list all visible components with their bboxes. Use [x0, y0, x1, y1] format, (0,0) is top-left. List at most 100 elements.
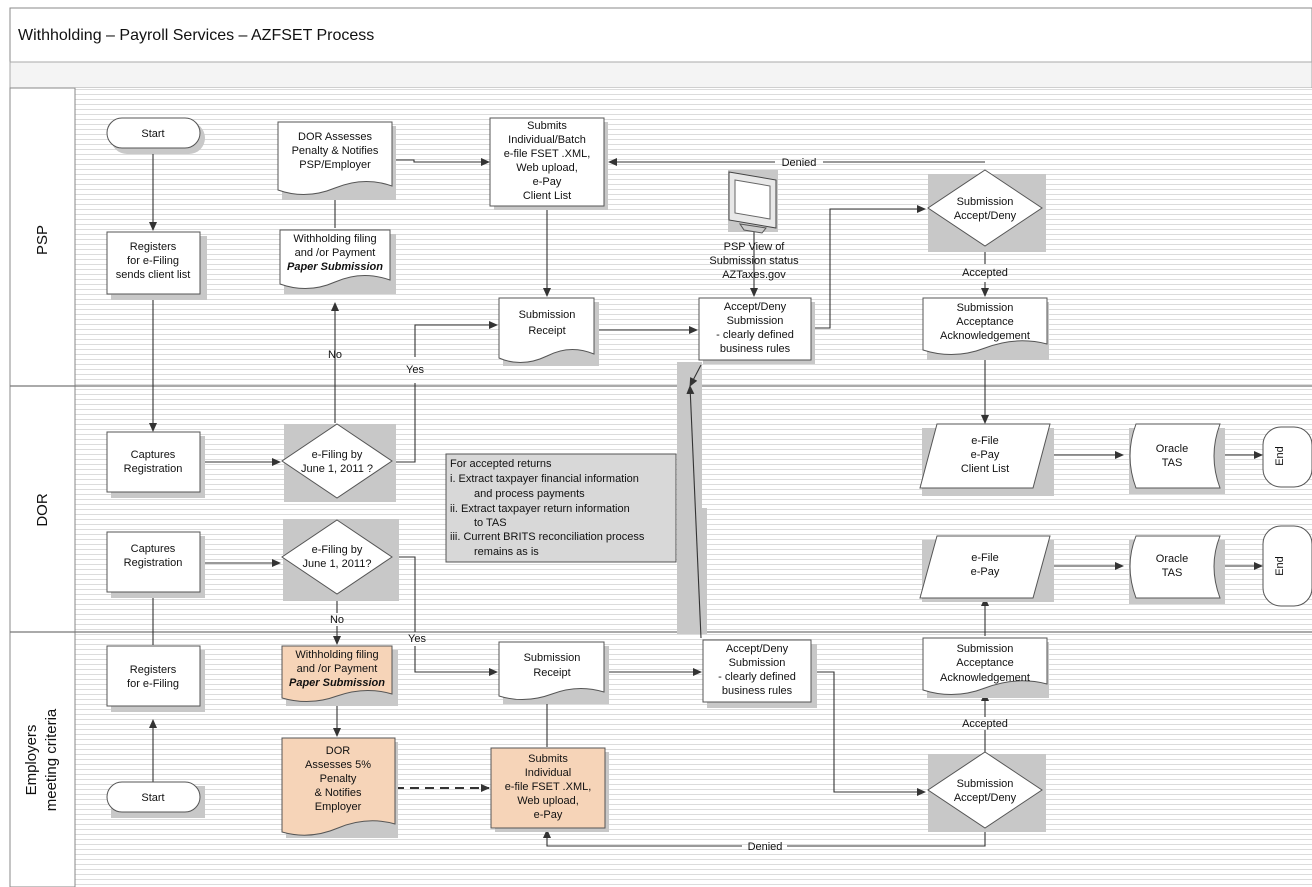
dor-efile1-line: Client List	[961, 463, 1009, 475]
emp-paper-line: and /or Payment	[297, 663, 378, 675]
edge-no-bottom: No	[330, 614, 344, 626]
emp-dor-assess-document[interactable]: DOR Assesses 5% Penalty & Notifies Emplo…	[281, 737, 398, 838]
emp-registers-line: Registers	[130, 664, 177, 676]
lane-label-psp: PSP	[34, 225, 51, 255]
psp-paper-line: Withholding filing	[293, 233, 376, 245]
emp-receipt-line: Receipt	[533, 667, 570, 679]
emp-paper-line: Paper Submission	[289, 677, 385, 689]
emp-paper-line: Withholding filing	[295, 649, 378, 661]
emp-dor-assess-line: & Notifies	[314, 787, 362, 799]
emp-registers-process[interactable]: Registers for e-Filing	[106, 645, 205, 712]
psp-view-label: AZTaxes.gov	[722, 269, 786, 281]
edge-yes-top: Yes	[406, 364, 424, 376]
emp-accept-deny-line: - clearly defined	[718, 671, 796, 683]
end-terminator-2[interactable]: End	[1262, 525, 1312, 607]
dor-captures-registration-2[interactable]: Captures Registration	[106, 531, 205, 598]
emp-decision-line: Submission	[957, 778, 1014, 790]
start-psp-terminator[interactable]: Start	[106, 117, 205, 154]
emp-accept-deny-process[interactable]: Accept/Deny Submission - clearly defined…	[702, 639, 817, 708]
psp-submits-line: Individual/Batch	[508, 134, 586, 146]
psp-submits-line: Client List	[523, 190, 571, 202]
dor-oracle2-line: TAS	[1162, 567, 1183, 579]
psp-accept-deny-line: business rules	[720, 343, 791, 355]
psp-paper-submission-document[interactable]: Withholding filing and /or Payment Paper…	[279, 229, 396, 294]
lane-label-employers: Employers	[23, 725, 40, 796]
dor-accepted-returns-note: For accepted returns i. Extract taxpayer…	[445, 453, 677, 563]
psp-receipt-line: Receipt	[528, 325, 565, 337]
psp-view-label: Submission status	[709, 255, 799, 267]
psp-submits-line: e-Pay	[533, 176, 562, 188]
lane-label-dor: DOR	[34, 493, 51, 527]
dor-efile1-line: e-File	[971, 435, 999, 447]
dor-capture1-line: Captures	[131, 449, 176, 461]
dor-efiling2-line: June 1, 2011?	[303, 558, 372, 570]
dor-note-line: iii. Current BRITS reconciliation proces…	[450, 531, 645, 543]
emp-ack-line: Acknowledgement	[940, 672, 1030, 684]
emp-dor-assess-line: DOR	[326, 745, 351, 757]
end2-label: End	[1274, 556, 1286, 576]
dor-captures-registration-1[interactable]: Captures Registration	[106, 431, 205, 498]
dor-efile-data-1[interactable]: e-File e-Pay Client List	[919, 423, 1054, 496]
emp-acknowledgement-document[interactable]: Submission Acceptance Acknowledgement	[922, 637, 1049, 698]
psp-decision-line: Accept/Deny	[954, 210, 1017, 222]
edge-denied-top: Denied	[782, 157, 817, 169]
emp-accept-deny-decision[interactable]: Submission Accept/Deny	[927, 751, 1046, 832]
emp-accept-deny-line: Accept/Deny	[726, 643, 789, 655]
emp-dor-assess-line: Assesses 5%	[305, 759, 371, 771]
emp-receipt-line: Submission	[524, 652, 581, 664]
dor-efiling2-line: e-Filing by	[312, 544, 363, 556]
emp-paper-submission-document[interactable]: Withholding filing and /or Payment Paper…	[281, 645, 398, 706]
psp-registers-line: sends client list	[116, 269, 191, 281]
psp-accept-deny-line: - clearly defined	[716, 329, 794, 341]
psp-submits-line: Submits	[527, 120, 567, 132]
dor-note-line: For accepted returns	[450, 458, 552, 470]
emp-submits-line: Individual	[525, 767, 571, 779]
emp-submits-line: Web upload,	[517, 795, 579, 807]
psp-submits-line: e-file FSET .XML,	[504, 148, 591, 160]
psp-accept-deny-line: Accept/Deny	[724, 301, 787, 313]
emp-submits-line: e-Pay	[534, 809, 563, 821]
dor-efiling-decision-2[interactable]: e-Filing by June 1, 2011?	[281, 519, 399, 601]
emp-accept-deny-line: business rules	[722, 685, 793, 697]
dor-note-line: i. Extract taxpayer financial informatio…	[450, 473, 639, 485]
monitor-icon	[728, 170, 778, 234]
psp-dor-assess-document[interactable]: DOR Assesses Penalty & Notifies PSP/Empl…	[277, 121, 396, 200]
psp-submits-process[interactable]: Submits Individual/Batch e-file FSET .XM…	[489, 117, 608, 210]
psp-registers-line: for e-Filing	[127, 255, 179, 267]
dor-note-line: and process payments	[474, 488, 585, 500]
psp-submission-receipt-document[interactable]: Submission Receipt	[498, 297, 599, 366]
lane-label-criteria: meeting criteria	[43, 708, 60, 811]
start-psp-label: Start	[141, 128, 164, 140]
dor-efiling-decision-1[interactable]: e-Filing by June 1, 2011 ?	[281, 423, 396, 502]
emp-submits-line: Submits	[528, 753, 568, 765]
edge-denied-bottom: Denied	[748, 841, 783, 853]
psp-registers-process[interactable]: Registers for e-Filing sends client list	[106, 231, 207, 300]
psp-submits-line: Web upload,	[516, 162, 578, 174]
dor-oracle2-line: Oracle	[1156, 553, 1188, 565]
psp-acknowledgement-document[interactable]: Submission Acceptance Acknowledgement	[922, 297, 1049, 360]
dor-oracle-storage-2[interactable]: Oracle TAS	[1129, 535, 1225, 604]
dor-capture1-line: Registration	[124, 463, 183, 475]
emp-ack-line: Submission	[957, 643, 1014, 655]
dor-capture2-line: Registration	[124, 557, 183, 569]
emp-ack-line: Acceptance	[956, 657, 1013, 669]
dor-efile-data-2[interactable]: e-File e-Pay	[919, 535, 1054, 602]
end-terminator-1[interactable]: End	[1262, 426, 1312, 488]
psp-paper-line: and /or Payment	[295, 247, 376, 259]
psp-ack-line: Acknowledgement	[940, 330, 1030, 342]
start-emp-terminator[interactable]: Start	[106, 781, 205, 818]
dor-note-line: ii. Extract taxpayer return information	[450, 503, 630, 515]
dor-oracle1-line: Oracle	[1156, 443, 1188, 455]
emp-dor-assess-line: Employer	[315, 801, 362, 813]
psp-accept-deny-decision[interactable]: Submission Accept/Deny	[927, 169, 1046, 252]
psp-dor-assess-line: PSP/Employer	[299, 159, 371, 171]
diagram-title: Withholding – Payroll Services – AZFSET …	[18, 27, 374, 44]
emp-decision-line: Accept/Deny	[954, 792, 1017, 804]
psp-registers-line: Registers	[130, 241, 177, 253]
dor-oracle-storage-1[interactable]: Oracle TAS	[1129, 423, 1225, 494]
psp-accept-deny-process[interactable]: Accept/Deny Submission - clearly defined…	[698, 297, 815, 364]
dor-note-line: to TAS	[474, 517, 507, 529]
emp-submits-process[interactable]: Submits Individual e-file FSET .XML, Web…	[490, 747, 609, 832]
end1-label: End	[1274, 446, 1286, 466]
emp-submission-receipt-document[interactable]: Submission Receipt	[498, 641, 609, 704]
